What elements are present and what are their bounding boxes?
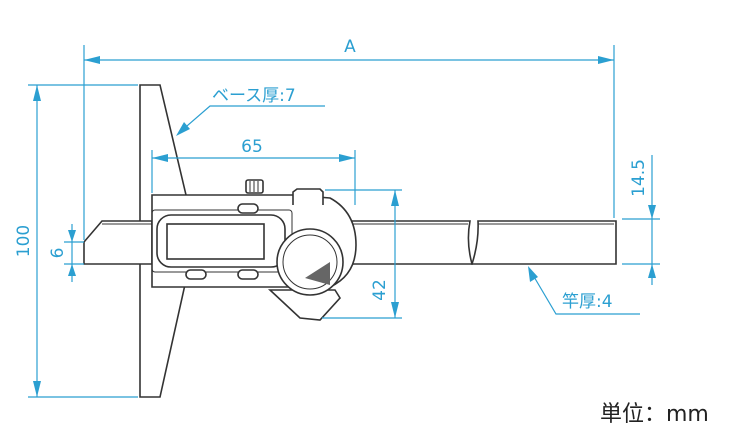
- label-base-thickness: ベース厚:7: [212, 86, 296, 106]
- dimension-14-5: 14.5: [622, 155, 660, 285]
- unit-label: 単位：mm: [600, 402, 709, 427]
- label-a: A: [344, 37, 356, 57]
- rod-right-segment-b: [470, 220, 617, 265]
- dimension-base-thickness: ベース厚:7: [176, 86, 325, 136]
- lcd-screen: [166, 223, 265, 260]
- label-14-5: 14.5: [629, 159, 649, 197]
- rod-right-segment-a: [339, 220, 474, 265]
- label-rod-thickness: 竿厚:4: [562, 292, 613, 312]
- button-bottom-left: [185, 269, 207, 280]
- dimension-65: 65: [151, 137, 356, 205]
- dimension-6: 6: [48, 224, 84, 282]
- button-top: [237, 203, 259, 214]
- clamp: [292, 188, 324, 205]
- fine-adjust-wheel: [276, 228, 344, 296]
- label-42: 42: [370, 279, 390, 301]
- dimension-rod-thickness: 竿厚:4: [528, 266, 640, 315]
- button-bottom-right: [237, 269, 259, 280]
- dimension-100: 100: [14, 84, 138, 398]
- label-65: 65: [241, 137, 263, 157]
- dimension-a: A: [83, 37, 615, 240]
- wheel-mark-icon: [305, 262, 330, 285]
- label-100: 100: [14, 225, 34, 257]
- rod-left: [83, 220, 153, 265]
- dimension-42: 42: [322, 189, 402, 319]
- label-6: 6: [48, 248, 68, 259]
